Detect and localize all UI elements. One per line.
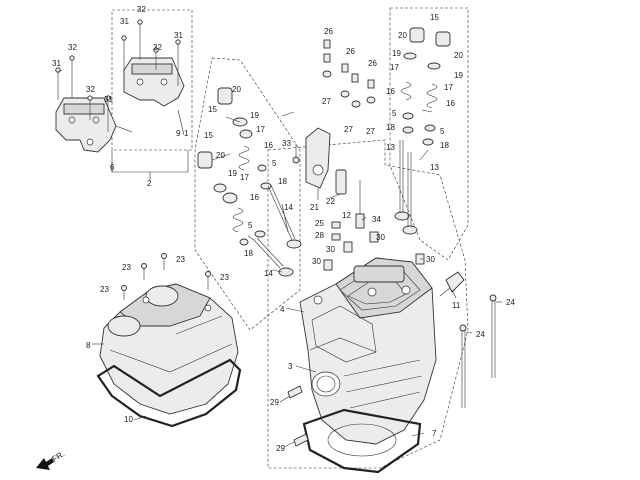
callout-20: 20 — [398, 31, 407, 40]
callout-labels: 31 32 32 32 31 31 32 31 9 1 6 2 20 15 19… — [52, 5, 515, 453]
callout-19: 19 — [250, 111, 259, 120]
holder-bolts — [55, 19, 181, 132]
callout-28: 28 — [315, 231, 324, 240]
callout-31: 31 — [120, 17, 129, 26]
bracket-2 — [111, 150, 189, 173]
callout-32: 32 — [153, 43, 162, 52]
callout-19: 19 — [392, 49, 401, 58]
callout-19: 19 — [228, 169, 237, 178]
callout-14: 14 — [284, 203, 293, 212]
callout-30: 30 — [426, 255, 435, 264]
callout-17: 17 — [390, 63, 399, 72]
callout-32: 32 — [137, 5, 146, 14]
callout-31: 31 — [52, 59, 61, 68]
right-valve-group-outline — [389, 7, 469, 261]
callout-3: 3 — [288, 362, 293, 371]
leader-lines — [57, 69, 502, 448]
callout-16: 16 — [386, 87, 395, 96]
rocker-group-outline — [111, 9, 193, 151]
callout-30: 30 — [326, 245, 335, 254]
callout-27: 27 — [344, 125, 353, 134]
front-marker: FR. — [51, 449, 67, 463]
callout-27: 27 — [322, 97, 331, 106]
callout-30: 30 — [376, 233, 385, 242]
callout-7: 7 — [432, 429, 437, 438]
callout-5: 5 — [440, 127, 445, 136]
callout-18: 18 — [244, 249, 253, 258]
callout-16: 16 — [264, 141, 273, 150]
center-small-parts — [292, 39, 465, 297]
cylinder-head — [299, 257, 437, 445]
callout-15: 15 — [430, 13, 439, 22]
callout-6: 6 — [110, 163, 115, 172]
callout-23: 23 — [122, 263, 131, 272]
callout-17: 17 — [240, 173, 249, 182]
callout-14: 14 — [264, 269, 273, 278]
callout-26: 26 — [324, 27, 333, 36]
callout-5: 5 — [392, 109, 397, 118]
callout-12: 12 — [342, 211, 351, 220]
callout-8: 8 — [86, 341, 91, 350]
callout-23: 23 — [176, 255, 185, 264]
front-arrow-icon — [36, 458, 54, 470]
callout-32: 32 — [86, 85, 95, 94]
callout-15: 15 — [208, 105, 217, 114]
left-valve-parts — [197, 87, 302, 277]
callout-31: 31 — [104, 95, 113, 104]
callout-17: 17 — [256, 125, 265, 134]
callout-13: 13 — [430, 163, 439, 172]
callout-4: 4 — [280, 305, 285, 314]
callout-34: 34 — [372, 215, 381, 224]
callout-1: 1 — [184, 129, 189, 138]
callout-20: 20 — [232, 85, 241, 94]
callout-11: 11 — [452, 301, 461, 310]
dowel-pins — [287, 385, 309, 447]
callout-18: 18 — [386, 123, 395, 132]
callout-23: 23 — [100, 285, 109, 294]
callout-32: 32 — [68, 43, 77, 52]
callout-18: 18 — [440, 141, 449, 150]
head-gasket — [302, 408, 422, 474]
callout-19: 19 — [454, 71, 463, 80]
callout-27: 27 — [366, 127, 375, 136]
callout-31: 31 — [174, 31, 183, 40]
callout-13: 13 — [386, 143, 395, 152]
left-valve-group-outline — [194, 57, 301, 331]
long-studs — [459, 294, 497, 408]
main-head-outline — [267, 139, 469, 469]
callout-21: 21 — [310, 203, 319, 212]
callout-26: 26 — [346, 47, 355, 56]
callout-20: 20 — [454, 51, 463, 60]
callout-2: 2 — [147, 179, 152, 188]
callout-24: 24 — [476, 330, 485, 339]
cover-bolts — [121, 253, 211, 300]
callout-16: 16 — [446, 99, 455, 108]
callout-9: 9 — [176, 129, 181, 138]
callout-26: 26 — [368, 59, 377, 68]
callout-29: 29 — [276, 444, 285, 453]
valve-cover — [99, 283, 239, 415]
right-valve-parts — [394, 27, 451, 235]
callout-5: 5 — [272, 159, 277, 168]
callout-16: 16 — [250, 193, 259, 202]
callout-29: 29 — [270, 398, 279, 407]
cover-gasket — [96, 358, 242, 428]
callout-5: 5 — [248, 221, 253, 230]
callout-24: 24 — [506, 298, 515, 307]
callout-10: 10 — [124, 415, 133, 424]
callout-18: 18 — [278, 177, 287, 186]
cam-holder-right — [123, 57, 185, 107]
callout-23: 23 — [220, 273, 229, 282]
callout-30: 30 — [312, 257, 321, 266]
callout-20: 20 — [216, 151, 225, 160]
callout-22: 22 — [326, 197, 335, 206]
callout-17: 17 — [444, 83, 453, 92]
callout-33: 33 — [282, 139, 291, 148]
callout-15: 15 — [204, 131, 213, 140]
cam-holder-left — [55, 97, 117, 153]
callout-25: 25 — [315, 219, 324, 228]
